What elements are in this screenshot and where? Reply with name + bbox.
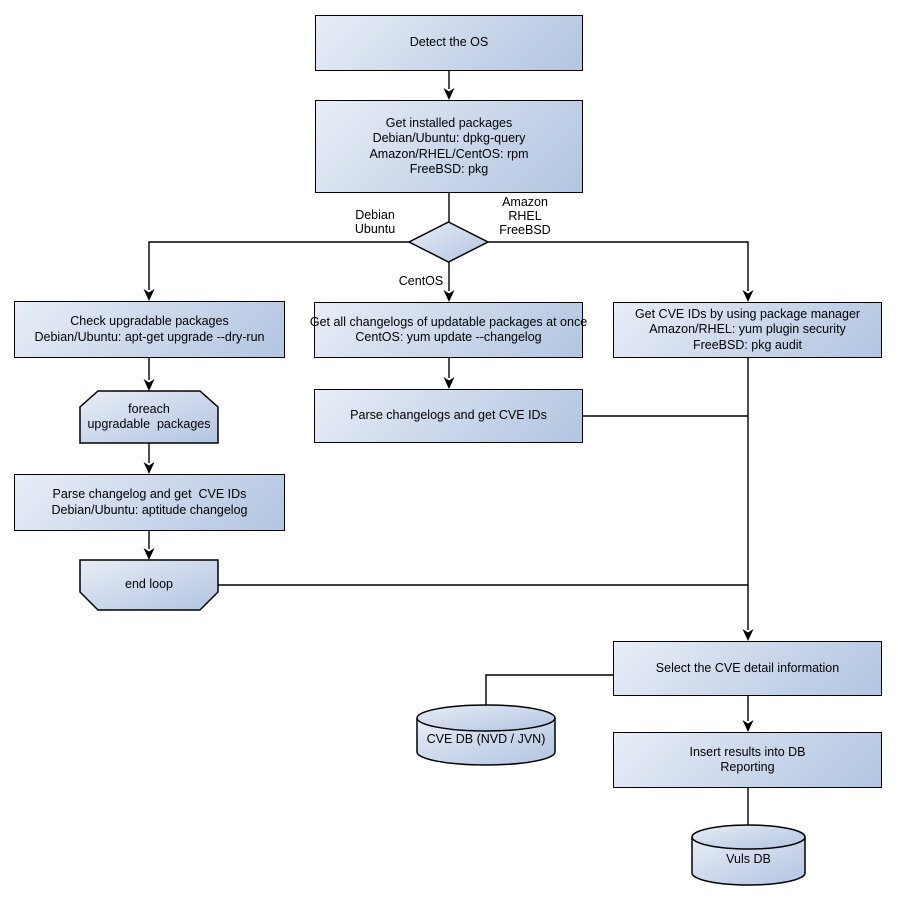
connector-lines [148,71,749,825]
arrow-into-check [143,289,155,301]
vuls-db-cylinder-top [691,824,806,850]
node-get-all-changelogs: Get all changelogs of updatable packages… [310,302,587,358]
node-detect-os: Detect the OS [315,15,583,71]
special-shapes [79,221,806,886]
node-get-cve-ids-right: Get CVE IDs by using package manager Ama… [613,302,882,358]
node-foreach-loop-label: foreach upgradable packages [87,401,211,432]
arrow-into-foreach [143,379,155,391]
arrow-into-select [742,629,754,641]
os-decision-diamond [407,221,490,263]
edge-decision-to-right [488,241,749,291]
node-get-installed-packages: Get installed packages Debian/Ubuntu: dp… [315,100,583,193]
arrow-into-endloop [143,548,155,560]
edge-label-amazon-rhel-freebsd: Amazon RHEL FreeBSD [499,195,551,237]
arrow-into-insert [742,720,754,732]
node-check-upgradable-packages: Check upgradable packages Debian/Ubuntu:… [14,301,285,358]
edge-select-to-cvedb [485,674,613,705]
arrow-into-parseleft [143,462,155,474]
edge-label-centos: CentOS [398,274,444,288]
foreach-loop-shape [79,390,219,444]
vuls-db-cylinder-body [691,837,806,886]
node-insert-results: Insert results into DB Reporting [613,732,882,788]
edge-decision-to-left [148,241,409,290]
arrowheads [143,88,754,732]
node-parse-changelogs-mid: Parse changelogs and get CVE IDs [314,389,583,443]
edge-label-debian-ubuntu: Debian Ubuntu [354,208,396,236]
node-parse-changelog-left: Parse changelog and get CVE IDs Debian/U… [14,474,285,531]
arrow-into-changelogs [443,290,455,302]
arrow-into-getcve [742,290,754,302]
node-cve-db-label: CVE DB (NVD / JVN) [426,731,546,746]
node-select-cve-detail: Select the CVE detail information [613,641,882,696]
end-loop-shape [79,559,219,611]
node-end-loop-label: end loop [125,577,173,592]
node-vuls-db-label: Vuls DB [726,851,771,866]
arrow-into-parsemid [443,377,455,389]
arrow-into-installed [443,88,455,100]
cve-db-cylinder-top [416,704,556,732]
